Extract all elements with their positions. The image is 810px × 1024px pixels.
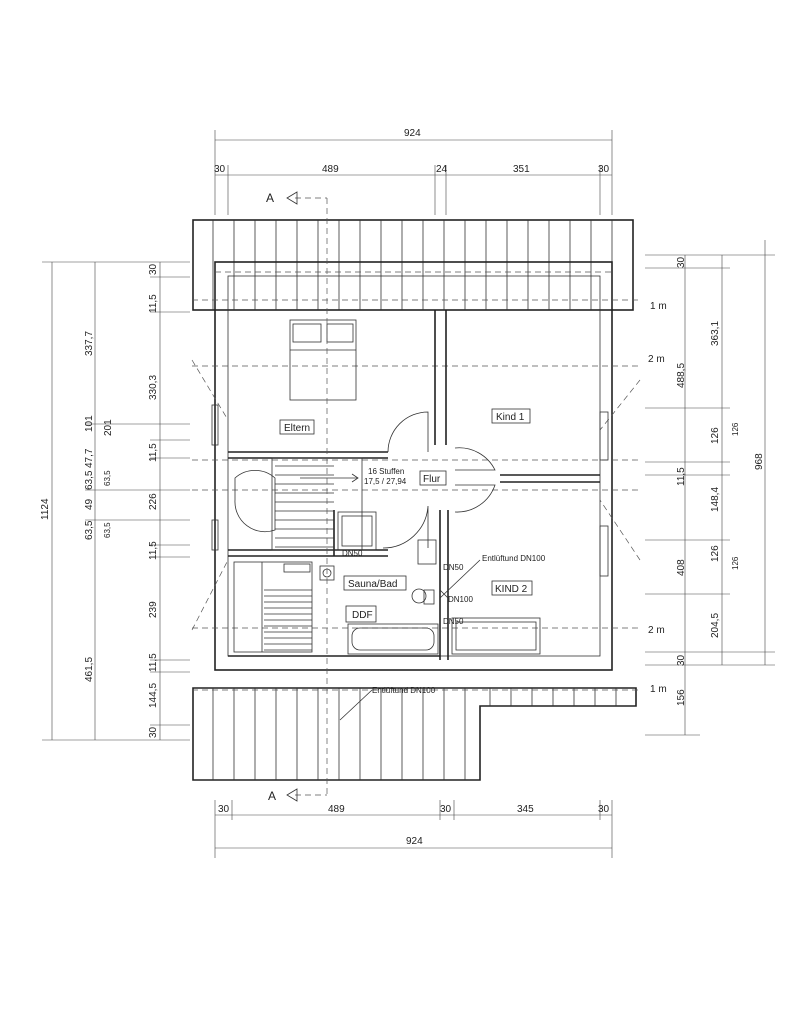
dim-left-inner: 11,5 bbox=[148, 541, 159, 560]
room-label-eltern: Eltern bbox=[284, 423, 310, 434]
dim-top-part: 489 bbox=[322, 164, 339, 175]
dn50-label: DN50 bbox=[342, 549, 363, 558]
dim-right-inner: 156 bbox=[676, 689, 687, 706]
dim-right-total: 968 bbox=[754, 453, 765, 470]
dim-left-inner: 30 bbox=[148, 726, 159, 738]
dim-left-inner: 63,5 bbox=[84, 470, 95, 490]
doors bbox=[234, 411, 496, 549]
dim-top-part: 351 bbox=[513, 164, 530, 175]
dim-top-total: 924 bbox=[404, 128, 421, 139]
dim-left-inner: 11,5 bbox=[148, 294, 159, 313]
roof-top bbox=[192, 219, 634, 311]
ventilation-label: Entlüftund DN100 bbox=[482, 554, 546, 563]
dim-right-inner: 204,5 bbox=[710, 613, 721, 638]
dim-left-inner: 239 bbox=[148, 601, 159, 618]
shower-tray bbox=[337, 511, 377, 551]
dim-left-inner: 226 bbox=[148, 493, 159, 510]
roof-bottom bbox=[192, 687, 637, 781]
dim-left-inner: 30 bbox=[148, 263, 159, 275]
dim-left-outer: 201 bbox=[103, 419, 114, 436]
dim-right-outer: 408 bbox=[676, 559, 687, 576]
room-label-sauna: Sauna/Bad bbox=[348, 579, 398, 590]
dim-right-inner: 126 bbox=[710, 545, 721, 562]
dim-top-part: 24 bbox=[436, 164, 448, 175]
dim-left-inner: 47,7 bbox=[84, 448, 95, 468]
dim-right-inner: 30 bbox=[676, 256, 687, 268]
dim-left-outer: 63,5 bbox=[84, 520, 95, 540]
section-line: A A bbox=[266, 191, 328, 803]
dim-left-small: 63,5 bbox=[103, 522, 112, 538]
left-dimensions: 1124 337,7 201 63,5 461,5 30 11,5 330,3 … bbox=[40, 261, 190, 741]
dn50-label: DN50 bbox=[443, 617, 464, 626]
dim-bottom-part: 30 bbox=[598, 804, 610, 815]
dim-bottom-part: 30 bbox=[440, 804, 452, 815]
room-label-kind2: KIND 2 bbox=[495, 584, 528, 595]
dim-left-outer: 461,5 bbox=[84, 657, 95, 682]
dim-bottom-part: 489 bbox=[328, 804, 345, 815]
sauna-cabin bbox=[233, 561, 335, 653]
dim-left-inner: 11,5 bbox=[148, 653, 159, 672]
room-label-flur: Flur bbox=[423, 474, 441, 485]
room-labels: Eltern Kind 1 Flur Sauna/Bad KIND 2 DDF bbox=[279, 408, 533, 623]
dn100-label: DN100 bbox=[448, 595, 473, 604]
room-label-kind1: Kind 1 bbox=[496, 412, 525, 423]
dim-right-small: 126 bbox=[731, 556, 740, 570]
section-label-bottom: A bbox=[268, 789, 276, 803]
bathtub bbox=[347, 623, 439, 655]
dim-right-inner: 148,4 bbox=[710, 487, 721, 512]
outer-walls bbox=[191, 261, 641, 691]
dim-left-inner: 11,5 bbox=[148, 443, 159, 462]
washbasin bbox=[411, 539, 437, 605]
ventilation-label: Entlüftund DN100 bbox=[372, 686, 436, 695]
dim-left-outer: 337,7 bbox=[84, 331, 95, 356]
interior-walls bbox=[228, 310, 600, 660]
dim-right-small: 126 bbox=[731, 422, 740, 436]
dim-right-inner: 30 bbox=[676, 654, 687, 666]
dim-bottom-part: 30 bbox=[218, 804, 230, 815]
dim-left-inner: 144,5 bbox=[148, 683, 159, 708]
dim-left-inner: 101 bbox=[84, 415, 95, 432]
dim-left-total: 1124 bbox=[40, 498, 51, 520]
dim-bottom-total: 924 bbox=[406, 836, 423, 847]
section-label-top: A bbox=[266, 191, 274, 205]
dn50-label: DN50 bbox=[443, 563, 464, 572]
windows bbox=[211, 404, 609, 577]
staircase: 16 Stuffen 17,5 / 27,94 bbox=[271, 457, 407, 551]
height-marker-2m: 2 m bbox=[648, 354, 665, 365]
height-marker-1m: 1 m bbox=[650, 301, 667, 312]
dim-right-inner: 126 bbox=[710, 427, 721, 444]
right-dimensions: 968 363,1 488,5 408 30 126 11,5 148,4 12… bbox=[645, 240, 775, 736]
bottom-dimensions: 30 489 30 345 30 924 bbox=[214, 800, 613, 858]
dim-left-inner: 330,3 bbox=[148, 375, 159, 400]
dim-left-small: 63,5 bbox=[103, 470, 112, 486]
desk-kind2 bbox=[451, 617, 541, 655]
height-marker-2m: 2 m bbox=[648, 625, 665, 636]
top-dimensions: 924 30 489 24 351 30 bbox=[214, 128, 613, 215]
dim-right-outer: 488,5 bbox=[676, 363, 687, 388]
stairs-count-label: 16 Stuffen bbox=[368, 467, 404, 476]
bed bbox=[289, 319, 357, 401]
room-label-ddf: DDF bbox=[352, 610, 373, 621]
height-marker-1m: 1 m bbox=[650, 684, 667, 695]
dim-right-inner: 11,5 bbox=[676, 467, 687, 486]
dim-left-inner: 49 bbox=[84, 498, 95, 510]
plumbing-annotations: DN50 DN50 DN100 DN50 Entlüftund DN100 En… bbox=[339, 549, 546, 721]
stairs-dimension-label: 17,5 / 27,94 bbox=[364, 477, 407, 486]
dim-top-part: 30 bbox=[598, 164, 610, 175]
dim-bottom-part: 345 bbox=[517, 804, 534, 815]
dim-right-outer: 363,1 bbox=[710, 321, 721, 346]
dim-top-part: 30 bbox=[214, 164, 226, 175]
